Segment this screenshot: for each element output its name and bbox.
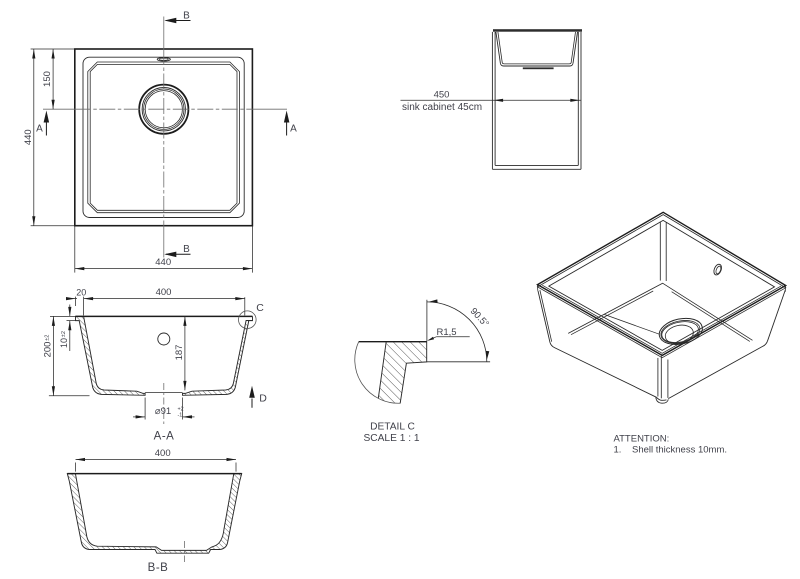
svg-text:B: B: [183, 10, 190, 21]
svg-text:A: A: [36, 124, 43, 135]
svg-text:20: 20: [76, 287, 86, 297]
svg-text:200 ±2: 200 ±2: [42, 335, 53, 358]
svg-text:C: C: [256, 302, 264, 314]
svg-text:+2: +2: [178, 406, 184, 412]
svg-text:SCALE 1 : 1: SCALE 1 : 1: [363, 433, 419, 444]
svg-text:ATTENTION:: ATTENTION:: [614, 434, 670, 445]
svg-text:R1,5: R1,5: [436, 327, 456, 338]
svg-text:B: B: [183, 244, 190, 255]
svg-text:DETAIL C: DETAIL C: [370, 422, 415, 433]
svg-text:B-B: B-B: [148, 562, 169, 574]
svg-text:400: 400: [156, 287, 172, 298]
svg-text:400: 400: [155, 448, 171, 459]
svg-text:187: 187: [174, 345, 185, 361]
svg-text:440: 440: [155, 257, 171, 268]
svg-text:⌀91: ⌀91: [155, 406, 171, 417]
svg-text:440: 440: [23, 129, 34, 145]
svg-text:10 ±2: 10 ±2: [59, 331, 69, 348]
svg-text:150: 150: [42, 71, 53, 87]
svg-text:A: A: [290, 124, 297, 135]
svg-text:D: D: [259, 393, 267, 405]
svg-text:sink cabinet 45cm: sink cabinet 45cm: [402, 102, 482, 113]
svg-text:450: 450: [434, 90, 450, 101]
svg-text:A-A: A-A: [154, 431, 175, 443]
svg-text:-1: -1: [178, 413, 183, 419]
svg-text:1. Shell thickness 10mm.: 1. Shell thickness 10mm.: [614, 445, 728, 456]
svg-text:90.5°: 90.5°: [468, 306, 491, 330]
